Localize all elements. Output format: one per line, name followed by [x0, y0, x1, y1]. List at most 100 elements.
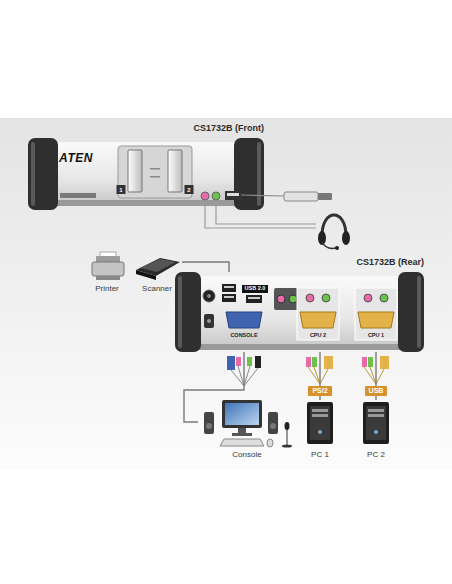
console-drawing: [225, 403, 259, 425]
port-number: 2: [187, 187, 190, 193]
pc-tower-drawing: [318, 430, 322, 434]
device-label: Printer: [95, 285, 119, 294]
port-label: CONSOLE: [230, 333, 257, 339]
cable-plugs: [247, 357, 252, 366]
front-switch: [60, 193, 96, 198]
scanner-drawing: [136, 258, 180, 280]
rear-switch: [175, 272, 201, 352]
cable-type-label: PS/2: [312, 387, 327, 395]
port-label: CPU 1: [368, 333, 384, 339]
pc-tower-drawing: [366, 406, 386, 440]
rear-switch: [246, 295, 262, 303]
pc-tower-drawing: [363, 402, 389, 444]
console-drawing: [267, 439, 273, 447]
console-drawing: [287, 428, 288, 446]
front-switch: [168, 150, 182, 192]
headset: [216, 200, 316, 224]
rear-switch: [417, 276, 421, 348]
printer-drawing: [96, 276, 120, 280]
console-drawing: [238, 428, 246, 433]
front-switch: [227, 193, 239, 196]
printer-drawing: [92, 252, 124, 280]
pc-tower-drawing: [374, 430, 378, 434]
port-number: 1: [119, 187, 122, 193]
rear-switch: [207, 319, 211, 323]
front-switch: [117, 185, 126, 194]
headset: [205, 200, 316, 228]
usb-flash-drive: [241, 192, 332, 201]
headset: [322, 242, 336, 248]
cable-tag: USB: [365, 386, 388, 396]
rear-switch: [364, 294, 372, 302]
label-holder: CONSOLE: [230, 333, 257, 339]
console-drawing: [282, 445, 292, 448]
cable-tag: PS/2: [308, 386, 331, 396]
label-holder: CPU 1: [368, 333, 384, 339]
pc-tower-drawing: [307, 402, 333, 444]
label-holder: USB 2.0: [245, 286, 266, 292]
headset: [335, 246, 339, 250]
device-label: Scanner: [142, 285, 172, 294]
cable-plugs: [308, 367, 328, 384]
rear-switch: [277, 295, 285, 303]
console-drawing: [206, 423, 212, 429]
headset: [205, 200, 350, 250]
front-switch: [150, 168, 160, 170]
printer-drawing: [92, 262, 124, 276]
scanner-drawing: [140, 259, 176, 272]
rear-switch: [204, 314, 214, 328]
console-drawing: [232, 433, 252, 436]
label-holder: CPU 2: [310, 333, 326, 339]
cable-plugs: [324, 356, 333, 369]
front-switch: [185, 185, 194, 194]
pc-tower-drawing: [368, 414, 384, 417]
cable-plugs: [364, 367, 384, 384]
cable-plugs: [362, 357, 367, 367]
brand-logo: ATEN: [59, 152, 93, 164]
rear-switch: [178, 276, 182, 348]
cable-plugs: [380, 356, 389, 369]
rear-switch: [175, 272, 424, 352]
front-switch: [44, 142, 248, 206]
port-label: USB 2.0: [245, 286, 266, 292]
headset: [322, 215, 346, 236]
cable-plugs: [368, 357, 373, 367]
cable-line: [375, 396, 376, 400]
rear-switch: [207, 294, 211, 298]
console-icon: Console: [198, 398, 296, 460]
pc-tower-drawing: [310, 406, 330, 440]
console-drawing: [222, 400, 262, 428]
rear-switch: [248, 297, 260, 299]
rear-switch: [224, 286, 234, 288]
rear-switch: [289, 295, 297, 303]
rear-switch: [203, 290, 215, 302]
rear-switch: [222, 294, 236, 302]
label-holder: 1: [119, 187, 122, 193]
background-band: [0, 118, 452, 470]
rear-switch: [274, 288, 300, 310]
cable-line: [319, 396, 320, 400]
usb-flash-drive: [284, 192, 318, 201]
console-drawing: [204, 400, 292, 448]
device-label: Console: [232, 451, 261, 460]
rear-switch: [297, 288, 339, 340]
front-switch: [225, 191, 241, 200]
pc-tower-drawing: [307, 402, 389, 444]
front-switch: [212, 192, 220, 200]
console-drawing: [220, 439, 264, 446]
pc-icon: PC 1: [298, 400, 342, 460]
rear-switch: [322, 294, 330, 302]
rear-switch: [355, 288, 397, 340]
rear-switch: [224, 296, 234, 298]
device-title: CS1732B (Front): [193, 124, 264, 134]
front-switch: [28, 138, 264, 210]
device-label: PC 2: [367, 451, 385, 460]
scanner-icon: Scanner: [132, 250, 182, 294]
front-switch: [28, 138, 58, 210]
pc-icon: PC 2: [354, 400, 398, 460]
console-drawing: [270, 423, 276, 429]
